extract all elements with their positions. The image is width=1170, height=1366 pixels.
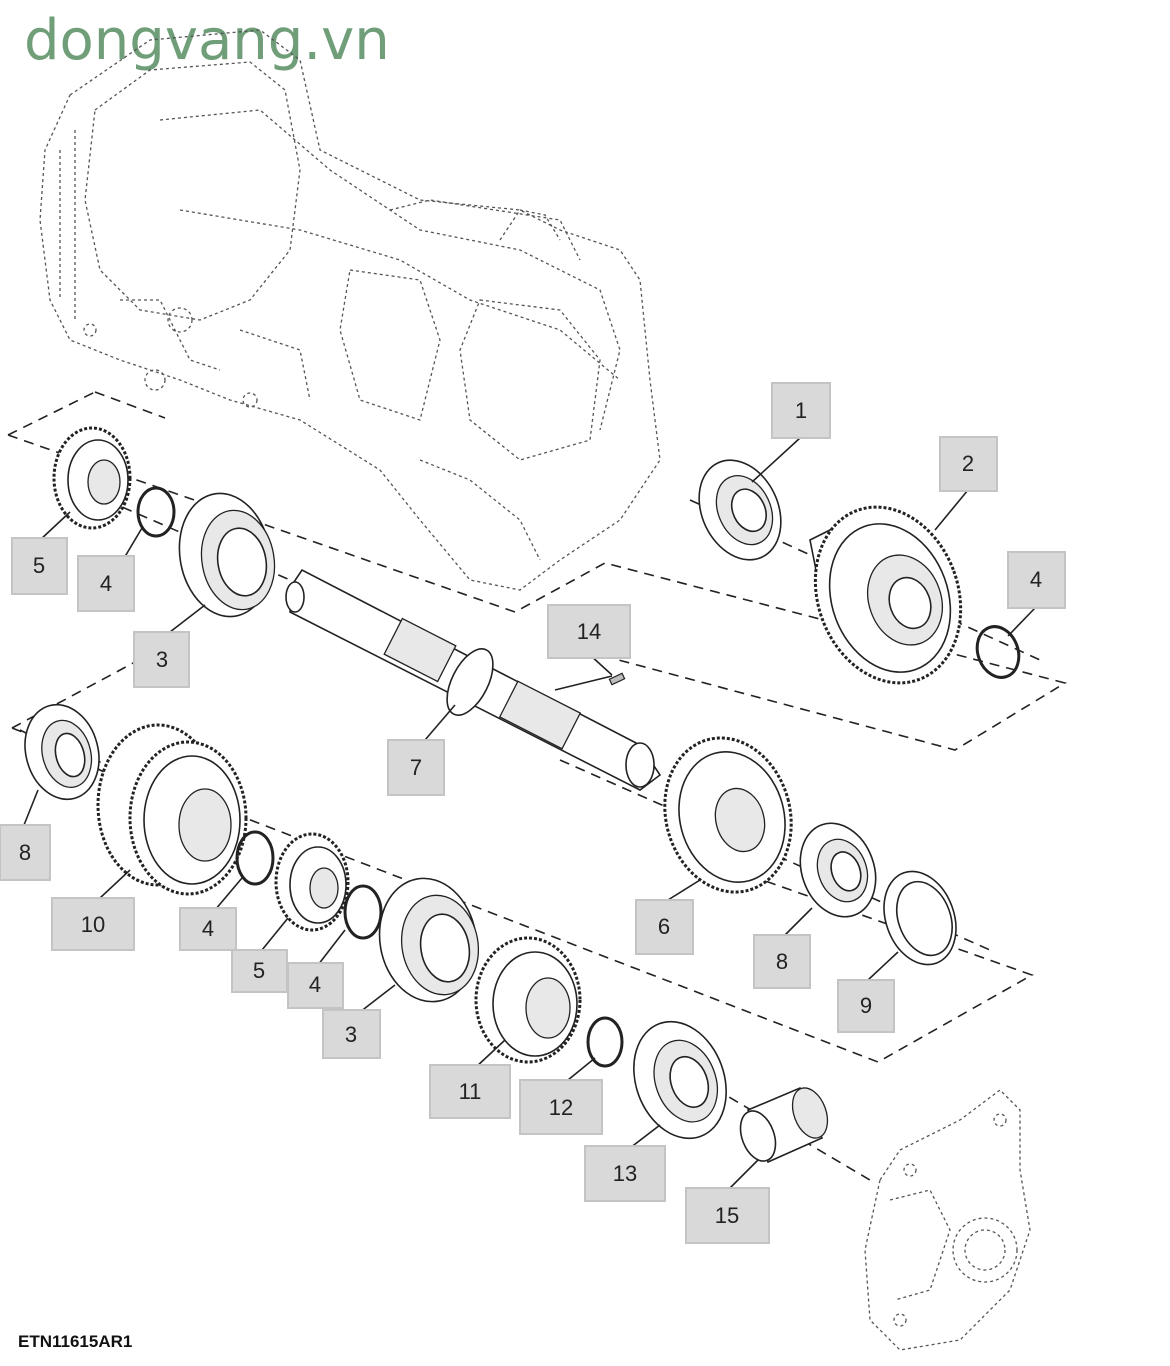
synchronizer-sleeve-3-lower [378, 877, 480, 1003]
snap-ring-4-right [975, 625, 1021, 679]
callout-10: 10 [51, 897, 135, 951]
rear-cover-outline [864, 1089, 1031, 1351]
svg-text:4: 4 [100, 571, 112, 596]
snap-ring-4-lower [343, 884, 383, 940]
callout-7: 7 [387, 739, 445, 796]
svg-text:12: 12 [549, 1095, 573, 1120]
watermark: dongvang.vn [24, 8, 390, 73]
callout-4-right: 4 [1007, 551, 1066, 609]
callout-4-lower: 4 [287, 962, 344, 1009]
svg-text:8: 8 [776, 949, 788, 974]
svg-text:8: 8 [19, 840, 31, 865]
synchronizer-hub-5-lower [274, 832, 350, 932]
svg-text:10: 10 [81, 912, 105, 937]
bearing-13 [633, 1020, 727, 1140]
svg-text:6: 6 [658, 914, 670, 939]
needle-bearing-15 [739, 1086, 829, 1164]
drawing-id: ETN11615AR1 [18, 1332, 133, 1351]
synchronizer-sleeve-3-upper [178, 492, 276, 618]
pin-14 [608, 672, 626, 686]
gear-6 [663, 736, 793, 894]
leader-lines [23, 437, 1036, 1189]
callout-3-lower: 3 [322, 1009, 381, 1059]
svg-text:3: 3 [156, 647, 168, 672]
callout-13: 13 [584, 1145, 666, 1202]
gear-11 [474, 936, 582, 1064]
svg-text:4: 4 [1030, 567, 1042, 592]
callout-5-lower: 5 [231, 949, 288, 993]
callout-8-left: 8 [0, 824, 51, 881]
svg-text:5: 5 [253, 958, 265, 983]
callout-3-upper: 3 [133, 631, 190, 688]
callout-14: 14 [547, 604, 631, 659]
callout-8-right: 8 [753, 934, 811, 989]
bearing-1 [698, 459, 782, 561]
svg-text:5: 5 [33, 553, 45, 578]
callout-12: 12 [519, 1079, 603, 1135]
svg-text:15: 15 [715, 1203, 739, 1228]
snap-ring-4-mid [235, 830, 275, 886]
svg-text:13: 13 [613, 1161, 637, 1186]
synchronizer-hub-5-upper [52, 426, 132, 530]
callout-1: 1 [771, 382, 831, 439]
snap-ring-12 [586, 1016, 624, 1068]
callout-6: 6 [635, 899, 694, 955]
callout-5-upper: 5 [11, 537, 68, 595]
transmission-housing-outline [39, 29, 661, 591]
svg-text:1: 1 [795, 398, 807, 423]
svg-text:9: 9 [860, 993, 872, 1018]
callout-4-upper: 4 [77, 555, 135, 612]
svg-text:11: 11 [459, 1079, 482, 1104]
main-shaft-7 [285, 568, 662, 791]
gear-2 [809, 505, 963, 685]
callout-15: 15 [685, 1187, 770, 1244]
snap-ring-4-upper [136, 486, 176, 538]
svg-text:4: 4 [309, 972, 321, 997]
callout-2: 2 [939, 436, 998, 492]
upper-group-boundary [7, 391, 1068, 751]
svg-text:2: 2 [962, 451, 974, 476]
svg-text:7: 7 [410, 755, 422, 780]
callout-9: 9 [837, 979, 895, 1033]
callout-11: 11 [429, 1064, 511, 1119]
svg-text:3: 3 [345, 1022, 357, 1047]
bearing-8-right [799, 822, 877, 918]
bearing-8-left [24, 703, 100, 801]
spacer-9 [883, 870, 957, 966]
svg-text:14: 14 [577, 619, 601, 644]
gear-10 [96, 723, 248, 896]
svg-text:4: 4 [202, 916, 214, 941]
callout-4-mid: 4 [179, 907, 237, 951]
